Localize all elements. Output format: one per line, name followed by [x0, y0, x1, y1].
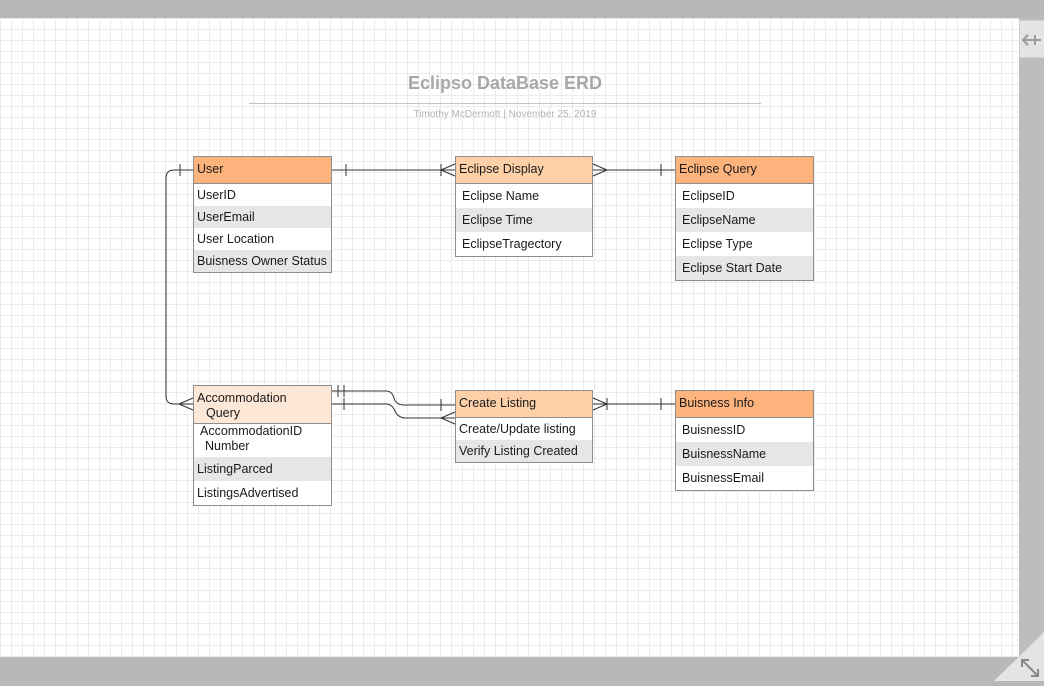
- entity-field: User Location: [197, 232, 275, 246]
- entity-header: Buisness Info: [676, 391, 813, 418]
- connector-user-eclipse-display: [331, 163, 456, 177]
- entity-field: EclipseTragectory: [462, 237, 562, 251]
- entity-header: Create Listing: [456, 391, 592, 418]
- connector-create-listing-buisness-info: [592, 397, 676, 411]
- entity-eclipse-display[interactable]: Eclipse Display Eclipse Name Eclipse Tim…: [455, 156, 593, 257]
- connector-display-query: [592, 163, 676, 177]
- entity-field-line: Number: [205, 439, 250, 453]
- entity-header: Eclipse Query: [676, 157, 813, 184]
- entity-field: BuisnessID: [682, 423, 746, 437]
- entity-field: ListingsAdvertised: [197, 486, 299, 500]
- right-panel-strip: [1019, 18, 1044, 657]
- entity-buisness-info[interactable]: Buisness Info BuisnessID BuisnessName Bu…: [675, 390, 814, 491]
- collapse-panel-button[interactable]: [1019, 20, 1044, 58]
- bottom-status-strip: [0, 657, 1044, 681]
- entity-field-line: AccommodationID: [200, 424, 303, 438]
- relationship-connectors: [165, 163, 676, 425]
- entity-field: EclipseName: [676, 208, 813, 232]
- entity-header: User: [194, 157, 331, 184]
- diagram-title: Eclipso DataBase ERD: [407, 73, 603, 93]
- entity-field: BuisnessEmail: [682, 471, 764, 485]
- resize-corner-handle[interactable]: [994, 632, 1044, 681]
- entity-field: UserEmail: [194, 206, 331, 228]
- entity-field: Eclipse Time: [456, 208, 592, 232]
- entity-field: UserID: [197, 188, 236, 202]
- entity-field: Eclipse Name: [462, 189, 540, 203]
- top-toolbar-strip: [0, 0, 1044, 18]
- diagram-canvas[interactable]: Eclipso DataBase ERD Timothy McDermott |…: [0, 18, 1019, 657]
- entity-field: BuisnessName: [676, 442, 813, 466]
- entity-user[interactable]: User UserID UserEmail User Location Buis…: [193, 156, 332, 273]
- entity-field: Create/Update listing: [459, 422, 576, 436]
- entity-field: EclipseID: [682, 189, 735, 203]
- entity-field: Verify Listing Created: [456, 440, 592, 462]
- entity-field: Buisness Owner Status: [194, 250, 331, 272]
- entity-header: Eclipse Display: [456, 157, 592, 184]
- entity-accommodation-query[interactable]: Accommodation Query AccommodationID Numb…: [193, 385, 332, 506]
- entity-eclipse-query[interactable]: Eclipse Query EclipseID EclipseName Ecli…: [675, 156, 814, 281]
- entity-header-line: Query: [206, 406, 241, 420]
- entity-field: Eclipse Type: [682, 237, 753, 251]
- arrows-collapse-icon: [1021, 34, 1041, 46]
- resize-corner-icon: [994, 632, 1044, 681]
- entity-field: Eclipse Start Date: [676, 256, 813, 280]
- entity-header-line: Accommodation: [197, 391, 287, 405]
- diagram-subtitle: Timothy McDermott | November 25, 2019: [413, 109, 597, 120]
- entity-field: AccommodationID Number: [194, 424, 331, 456]
- connector-user-accommodation: [165, 164, 194, 411]
- entity-field: ListingParced: [194, 457, 331, 481]
- title-divider: [249, 103, 761, 104]
- entity-header: Accommodation Query: [194, 386, 331, 424]
- connector-accommodation-create-listing: [331, 385, 456, 425]
- entity-create-listing[interactable]: Create Listing Create/Update listing Ver…: [455, 390, 593, 463]
